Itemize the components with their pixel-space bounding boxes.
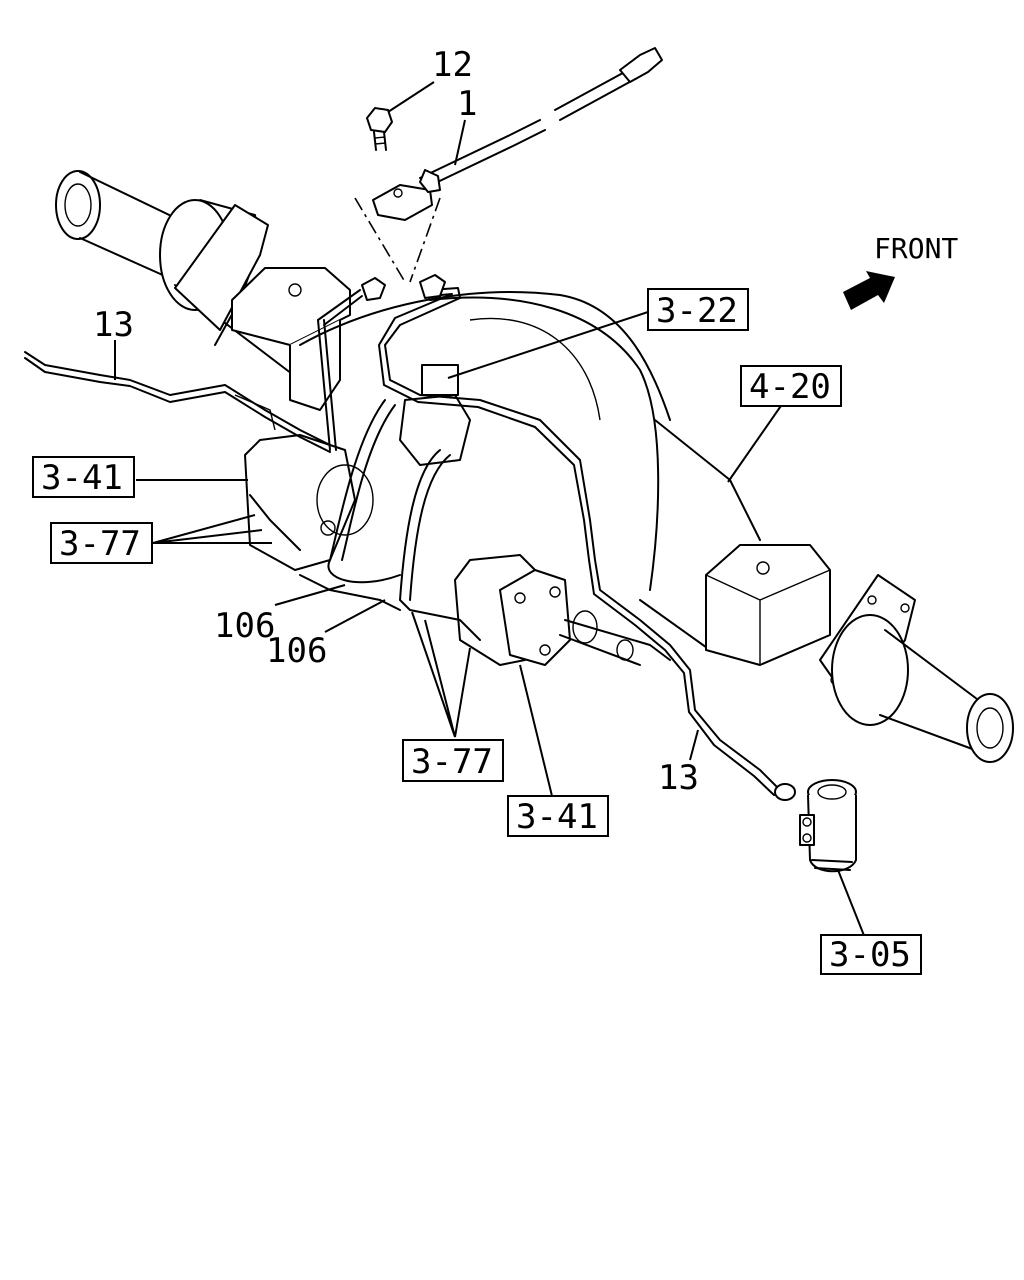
ref-3-77-left[interactable]: 3-77 — [50, 522, 153, 564]
ref-3-05[interactable]: 3-05 — [820, 934, 922, 975]
ref-3-77-left-label: 3-77 — [59, 524, 141, 564]
ref-3-22-label: 3-22 — [656, 291, 738, 331]
ref-3-22[interactable]: 3-22 — [647, 288, 749, 331]
hose-bracket — [372, 184, 433, 221]
callout-leaders — [114, 81, 866, 939]
part-label-13-right: 13 — [658, 758, 699, 798]
ref-3-05-label: 3-05 — [829, 935, 911, 975]
axle-housing — [55, 170, 1014, 763]
ref-3-41-bottom[interactable]: 3-41 — [507, 795, 609, 837]
top-parts — [354, 47, 663, 301]
ref-3-77-bottom-label: 3-77 — [411, 742, 493, 782]
ref-4-20-label: 4-20 — [749, 367, 831, 407]
right-brake-chamber — [454, 554, 671, 666]
ref-3-41-bottom-label: 3-41 — [516, 797, 598, 837]
front-label: FRONT — [874, 232, 958, 265]
ref-4-20[interactable]: 4-20 — [740, 365, 842, 407]
part-label-1: 1 — [457, 84, 477, 124]
ref-3-41-left-label: 3-41 — [41, 458, 123, 498]
part-label-12: 12 — [432, 45, 473, 85]
wheel-cylinder-3-05 — [799, 779, 857, 873]
relay-valve — [399, 364, 471, 466]
part-label-13-left: 13 — [93, 305, 134, 345]
ref-3-77-bottom[interactable]: 3-77 — [402, 739, 504, 782]
part-label-106-a: 106 — [214, 606, 275, 646]
front-arrow-icon — [843, 271, 895, 310]
part-labels: 12 1 13 106 106 13 — [93, 45, 699, 798]
bolt-part-12 — [366, 107, 393, 151]
part-label-106-b: 106 — [266, 631, 327, 671]
left-brake-chamber — [234, 394, 374, 571]
front-direction: FRONT — [843, 232, 958, 310]
brake-pipes — [24, 287, 796, 801]
reference-boxes: 3-22 4-20 3-41 3-77 3-77 3-41 3-05 — [32, 288, 922, 975]
ref-3-41-left[interactable]: 3-41 — [32, 456, 135, 498]
flexible-hose-part-1 — [419, 47, 663, 193]
